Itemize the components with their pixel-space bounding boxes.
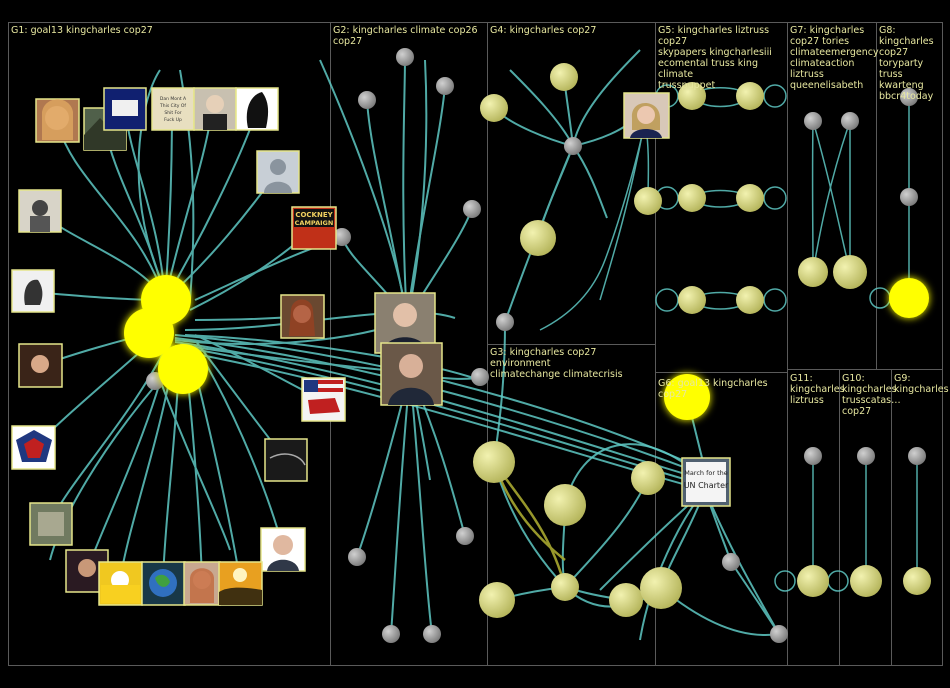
avatar-room-icon[interactable] — [29, 502, 73, 546]
avatar-man-glasses-icon[interactable] — [380, 342, 443, 406]
graph-node[interactable] — [396, 48, 414, 66]
graph-node[interactable] — [640, 567, 682, 609]
graph-node[interactable] — [124, 308, 174, 358]
graph-node[interactable] — [463, 200, 481, 218]
graph-node[interactable] — [722, 553, 740, 571]
cockney-text: COCKNEY — [295, 211, 333, 219]
avatar-bald-man-icon[interactable] — [260, 527, 306, 572]
gray-nodes — [146, 48, 926, 643]
group-label-g3: G3: kingcharles cop27 environment climat… — [490, 347, 623, 380]
edges-g3-olive — [492, 461, 567, 588]
graph-node[interactable] — [382, 625, 400, 643]
book-cover-text: Shit For — [164, 110, 181, 116]
avatar-cockney-campaign-icon[interactable]: COCKNEY CAMPAIGN — [291, 206, 337, 250]
edges-g9-g11 — [774, 456, 918, 592]
graph-node[interactable] — [797, 565, 829, 597]
book-cover-text: This City Of — [159, 103, 186, 109]
avatar-dark-face-icon[interactable] — [264, 438, 308, 482]
graph-node[interactable] — [551, 573, 579, 601]
graph-node[interactable] — [550, 63, 578, 91]
graph-node[interactable] — [908, 447, 926, 465]
avatar-ginger-woman-icon[interactable] — [183, 561, 221, 606]
graph-node[interactable] — [736, 82, 764, 110]
avatar-sunset-icon[interactable] — [218, 561, 263, 606]
group-label-g11: G11: kingcharles liztruss — [790, 373, 845, 406]
graph-node[interactable] — [471, 368, 489, 386]
graph-node[interactable] — [736, 184, 764, 212]
avatar-blonde-woman-icon[interactable] — [35, 98, 80, 143]
campaign-text: CAMPAIGN — [295, 219, 334, 227]
graph-node[interactable] — [804, 447, 822, 465]
avatar-liz-truss-icon[interactable] — [623, 92, 670, 139]
avatar-blonde-man-icon[interactable] — [193, 87, 237, 131]
group-label-g5: G5: kingcharles liztruss cop27 skypapers… — [658, 25, 772, 91]
graph-node[interactable] — [664, 374, 710, 420]
graph-node[interactable] — [480, 94, 508, 122]
book-cover-text: Dan Mont A — [160, 96, 187, 102]
avatar-sketch-icon[interactable] — [11, 269, 55, 313]
pale-yellow-nodes — [473, 63, 931, 618]
group-label-g8: G8: kingcharles cop27 toryparty truss kw… — [879, 25, 934, 102]
graph-node[interactable] — [889, 278, 929, 318]
graph-node[interactable] — [564, 137, 582, 155]
group-label-g1: G1: goal13 kingcharles cop27 — [11, 25, 153, 36]
graph-node[interactable] — [900, 188, 918, 206]
graph-node[interactable] — [678, 286, 706, 314]
avatar-globe-icon[interactable] — [141, 561, 186, 606]
avatar-horse-icon[interactable] — [235, 87, 279, 131]
graph-node[interactable] — [496, 313, 514, 331]
graph-node[interactable] — [348, 548, 366, 566]
graph-node[interactable] — [804, 112, 822, 130]
graph-node[interactable] — [609, 583, 643, 617]
graph-node[interactable] — [423, 625, 441, 643]
graph-node[interactable] — [833, 255, 867, 289]
graph-node[interactable] — [770, 625, 788, 643]
bright-yellow-nodes — [124, 275, 929, 420]
avatar-eagle-flag-icon[interactable] — [11, 425, 56, 470]
group-label-g2: G2: kingcharles climate cop26 cop27 — [333, 25, 478, 47]
group-label-g7: G7: kingcharles cop27 tories climateemer… — [790, 25, 879, 91]
graph-node[interactable] — [678, 82, 706, 110]
group-label-g6: G6: goal13 kingcharles cop27 — [658, 378, 768, 400]
graph-node[interactable] — [436, 77, 454, 95]
graph-node[interactable] — [857, 447, 875, 465]
graph-node[interactable] — [850, 565, 882, 597]
graph-node[interactable] — [520, 220, 556, 256]
graph-node[interactable] — [841, 112, 859, 130]
protest-sign-text: UN Charter — [684, 481, 729, 490]
graph-node[interactable] — [473, 441, 515, 483]
avatar-dark-woman-icon[interactable] — [65, 549, 109, 593]
avatar-sunburst-icon[interactable] — [98, 561, 143, 606]
avatar-woman-curly-icon[interactable] — [18, 343, 63, 388]
graph-node[interactable] — [544, 484, 586, 526]
group-label-g4: G4: kingcharles cop27 — [490, 25, 597, 36]
graph-node[interactable] — [678, 184, 706, 212]
group-label-g10: G10: kingcharles trusscatas… cop27 — [842, 373, 901, 417]
avatar-blue-box-icon[interactable] — [103, 87, 147, 131]
book-cover-text: Fuck Up — [164, 117, 182, 123]
graph-node[interactable] — [333, 228, 351, 246]
graph-node[interactable] — [903, 567, 931, 595]
avatar-us-flag-icon[interactable] — [301, 377, 346, 422]
edges-g4 — [493, 49, 641, 323]
graph-node[interactable] — [736, 286, 764, 314]
graph-node[interactable] — [631, 461, 665, 495]
avatar-default-user-icon[interactable] — [256, 150, 300, 194]
group-panel-g9 — [891, 369, 943, 666]
avatar-protest-sign-icon[interactable]: March for the UN Charter — [681, 457, 731, 507]
avatar-woman-redhair-icon[interactable] — [280, 294, 325, 339]
protest-sign-text: March for the — [684, 469, 728, 477]
avatar-vintage-photo-icon[interactable] — [18, 189, 62, 233]
graph-node[interactable] — [634, 187, 662, 215]
graph-node[interactable] — [358, 91, 376, 109]
graph-node[interactable] — [479, 582, 515, 618]
graph-node[interactable] — [158, 344, 208, 394]
graph-node[interactable] — [798, 257, 828, 287]
avatar-tiles: Dan Mont A This City Of Shit For Fuck Up — [11, 87, 731, 606]
graph-node[interactable] — [900, 88, 918, 106]
graph-node[interactable] — [456, 527, 474, 545]
group-label-g9: G9: kingcharles — [894, 373, 949, 395]
avatar-book-cover-icon[interactable]: Dan Mont A This City Of Shit For Fuck Up — [151, 87, 195, 131]
